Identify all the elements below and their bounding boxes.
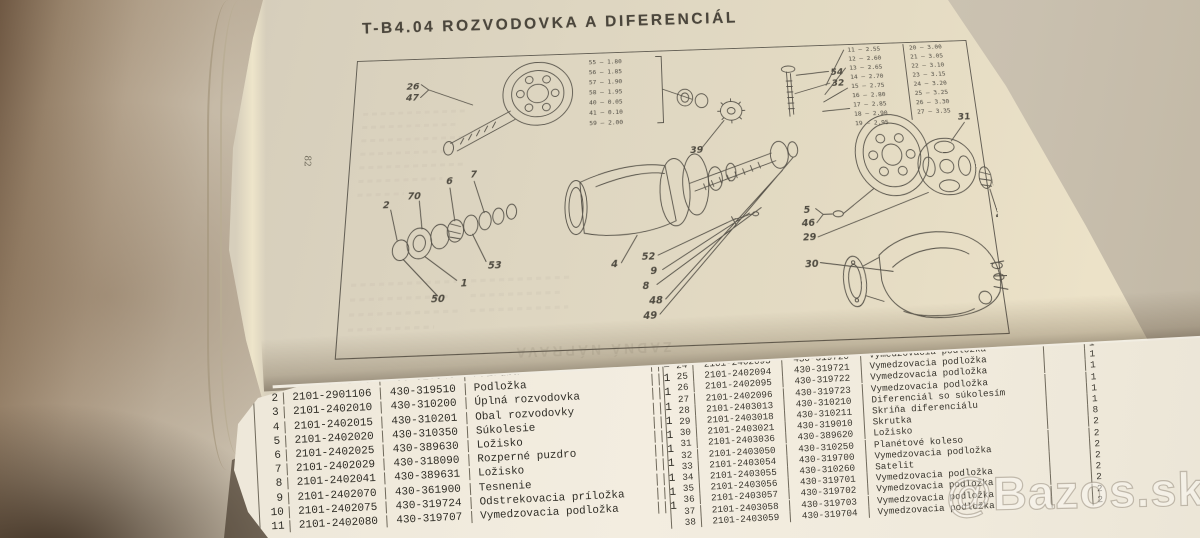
callout-53: 53 xyxy=(488,260,502,272)
svg-text:19 – 2.95: 19 – 2.95 xyxy=(855,119,890,127)
row-number-cell: 38 xyxy=(671,515,703,529)
callout-47: 47 xyxy=(405,93,420,104)
ghost-mirrored-text: ZADNÁ NÁPRAVA xyxy=(513,339,672,362)
watermark: @Bazos.sk xyxy=(945,461,1200,521)
svg-text:20 – 3.00: 20 – 3.00 xyxy=(909,44,943,52)
svg-text:57 – 1.90: 57 – 1.90 xyxy=(589,78,623,86)
pinion-housing-drawing xyxy=(392,153,712,260)
svg-text:58 – 1.95: 58 – 1.95 xyxy=(589,89,623,97)
callout-52: 52 xyxy=(642,251,656,263)
callout-2: 2 xyxy=(383,200,390,212)
row-number-cell: 5 xyxy=(255,435,287,449)
ring-gear-pinion-drawing xyxy=(443,61,572,155)
callout-42: 42 xyxy=(995,125,1011,136)
leader-39 xyxy=(701,120,726,147)
callout-26: 26 xyxy=(406,82,420,93)
svg-text:13 – 2.65: 13 – 2.65 xyxy=(849,64,883,72)
quantity-cell: 2 xyxy=(1087,415,1104,428)
page-stack-edge xyxy=(220,0,252,455)
svg-text:27 – 3.35: 27 – 3.35 xyxy=(917,108,952,116)
callout-50: 50 xyxy=(431,293,446,306)
quantity-cell: 2 xyxy=(1088,437,1105,450)
quantity-cell: 1 xyxy=(1086,392,1103,405)
callout-1: 1 xyxy=(460,278,467,290)
svg-text:25 – 3.25: 25 – 3.25 xyxy=(914,89,948,97)
svg-text:23 – 3.15: 23 – 3.15 xyxy=(912,71,946,79)
row-number-cell: 7 xyxy=(257,463,288,478)
page-stack-edge xyxy=(207,0,243,470)
callout-8: 8 xyxy=(642,280,650,292)
page-number-top: 82 xyxy=(301,155,312,167)
callout-32: 32 xyxy=(831,78,845,89)
shim-list-c: 20 – 3.00 21 – 3.05 22 – 3.10 23 – 3.15 … xyxy=(903,43,952,119)
callout-44: 44 xyxy=(994,209,1010,221)
callout-6: 6 xyxy=(446,176,454,187)
svg-text:15 – 2.75: 15 – 2.75 xyxy=(851,82,885,90)
svg-text:11 – 2.55: 11 – 2.55 xyxy=(847,46,881,54)
callout-45: 45 xyxy=(1016,272,1017,284)
callout-51: 51 xyxy=(1013,134,1017,145)
callout-30: 30 xyxy=(805,258,820,270)
svg-text:24 – 3.20: 24 – 3.20 xyxy=(913,80,947,88)
callout-70: 70 xyxy=(407,191,421,203)
quantity-cell: 2 xyxy=(1089,448,1106,461)
row-number-cell: 4 xyxy=(255,421,286,435)
callout-43: 43 xyxy=(1008,223,1017,235)
svg-text:40 – 0.05: 40 – 0.05 xyxy=(589,99,623,107)
callout-5: 5 xyxy=(803,205,811,217)
callout-46: 46 xyxy=(800,217,816,229)
row-number-cell: 6 xyxy=(256,449,288,463)
part-number-cell: 2101-2402080 xyxy=(290,515,388,533)
leaders-diff xyxy=(949,121,1017,228)
callout-48: 48 xyxy=(648,295,664,308)
leader-26-47 xyxy=(420,83,473,107)
row-number-cell: 11 xyxy=(260,520,291,534)
callout-9: 9 xyxy=(650,265,658,277)
page-title: T-B4.04 ROZVODOVKA A DIFERENCIÁL xyxy=(361,9,739,38)
row-number-cell: 9 xyxy=(258,491,290,506)
quantity-cell: 1 xyxy=(1085,370,1101,383)
shim-list-b: 11 – 2.55 12 – 2.60 13 – 2.65 14 – 2.70 … xyxy=(817,46,890,127)
small-parts-drawing xyxy=(676,66,799,125)
quantity-cell: 1 xyxy=(1084,348,1100,361)
leaders-3-45 xyxy=(992,262,1017,281)
svg-text:55 – 1.80: 55 – 1.80 xyxy=(589,59,622,67)
catalog-number-cell: 430-319707 xyxy=(387,511,473,528)
row-number-cell: 3 xyxy=(254,406,286,421)
callout-29: 29 xyxy=(802,232,817,244)
callout-7: 7 xyxy=(470,169,478,180)
svg-text:56 – 1.85: 56 – 1.85 xyxy=(589,68,623,76)
quantity-cell: 1 xyxy=(1084,359,1101,372)
svg-text:26 – 3.30: 26 – 3.30 xyxy=(916,98,951,106)
callout-4: 4 xyxy=(610,258,618,270)
svg-text:12 – 2.60: 12 – 2.60 xyxy=(848,55,882,63)
shim-list-a: 55 – 1.80 56 – 1.85 57 – 1.90 58 – 1.95 … xyxy=(589,55,693,127)
svg-text:17 – 2.85: 17 – 2.85 xyxy=(853,101,887,109)
svg-text:16 – 2.80: 16 – 2.80 xyxy=(852,91,886,99)
svg-text:18 – 2.90: 18 – 2.90 xyxy=(854,110,889,118)
row-number-cell: 10 xyxy=(259,506,291,520)
print-through-ghost xyxy=(348,107,570,330)
callout-39: 39 xyxy=(690,145,704,156)
svg-text:14 – 2.70: 14 – 2.70 xyxy=(850,73,884,81)
row-number-cell: 8 xyxy=(258,477,289,492)
leader-54-32 xyxy=(793,71,830,93)
callout-54: 54 xyxy=(830,67,844,78)
quantity-cell: 1 xyxy=(1085,381,1102,394)
svg-text:41 – 0.10: 41 – 0.10 xyxy=(589,109,623,117)
quantity-cell: 2 xyxy=(1088,426,1104,439)
callout-31: 31 xyxy=(957,112,971,123)
leaders-5-46-29-30 xyxy=(814,187,938,275)
quantity-cell: 8 xyxy=(1087,404,1103,416)
svg-text:21 – 3.05: 21 – 3.05 xyxy=(910,53,944,61)
callout-49: 49 xyxy=(642,310,658,323)
svg-text:22 – 3.10: 22 – 3.10 xyxy=(911,62,945,70)
svg-text:59 – 2.00: 59 – 2.00 xyxy=(589,119,623,127)
page-number-bottom: 83 xyxy=(196,494,209,509)
